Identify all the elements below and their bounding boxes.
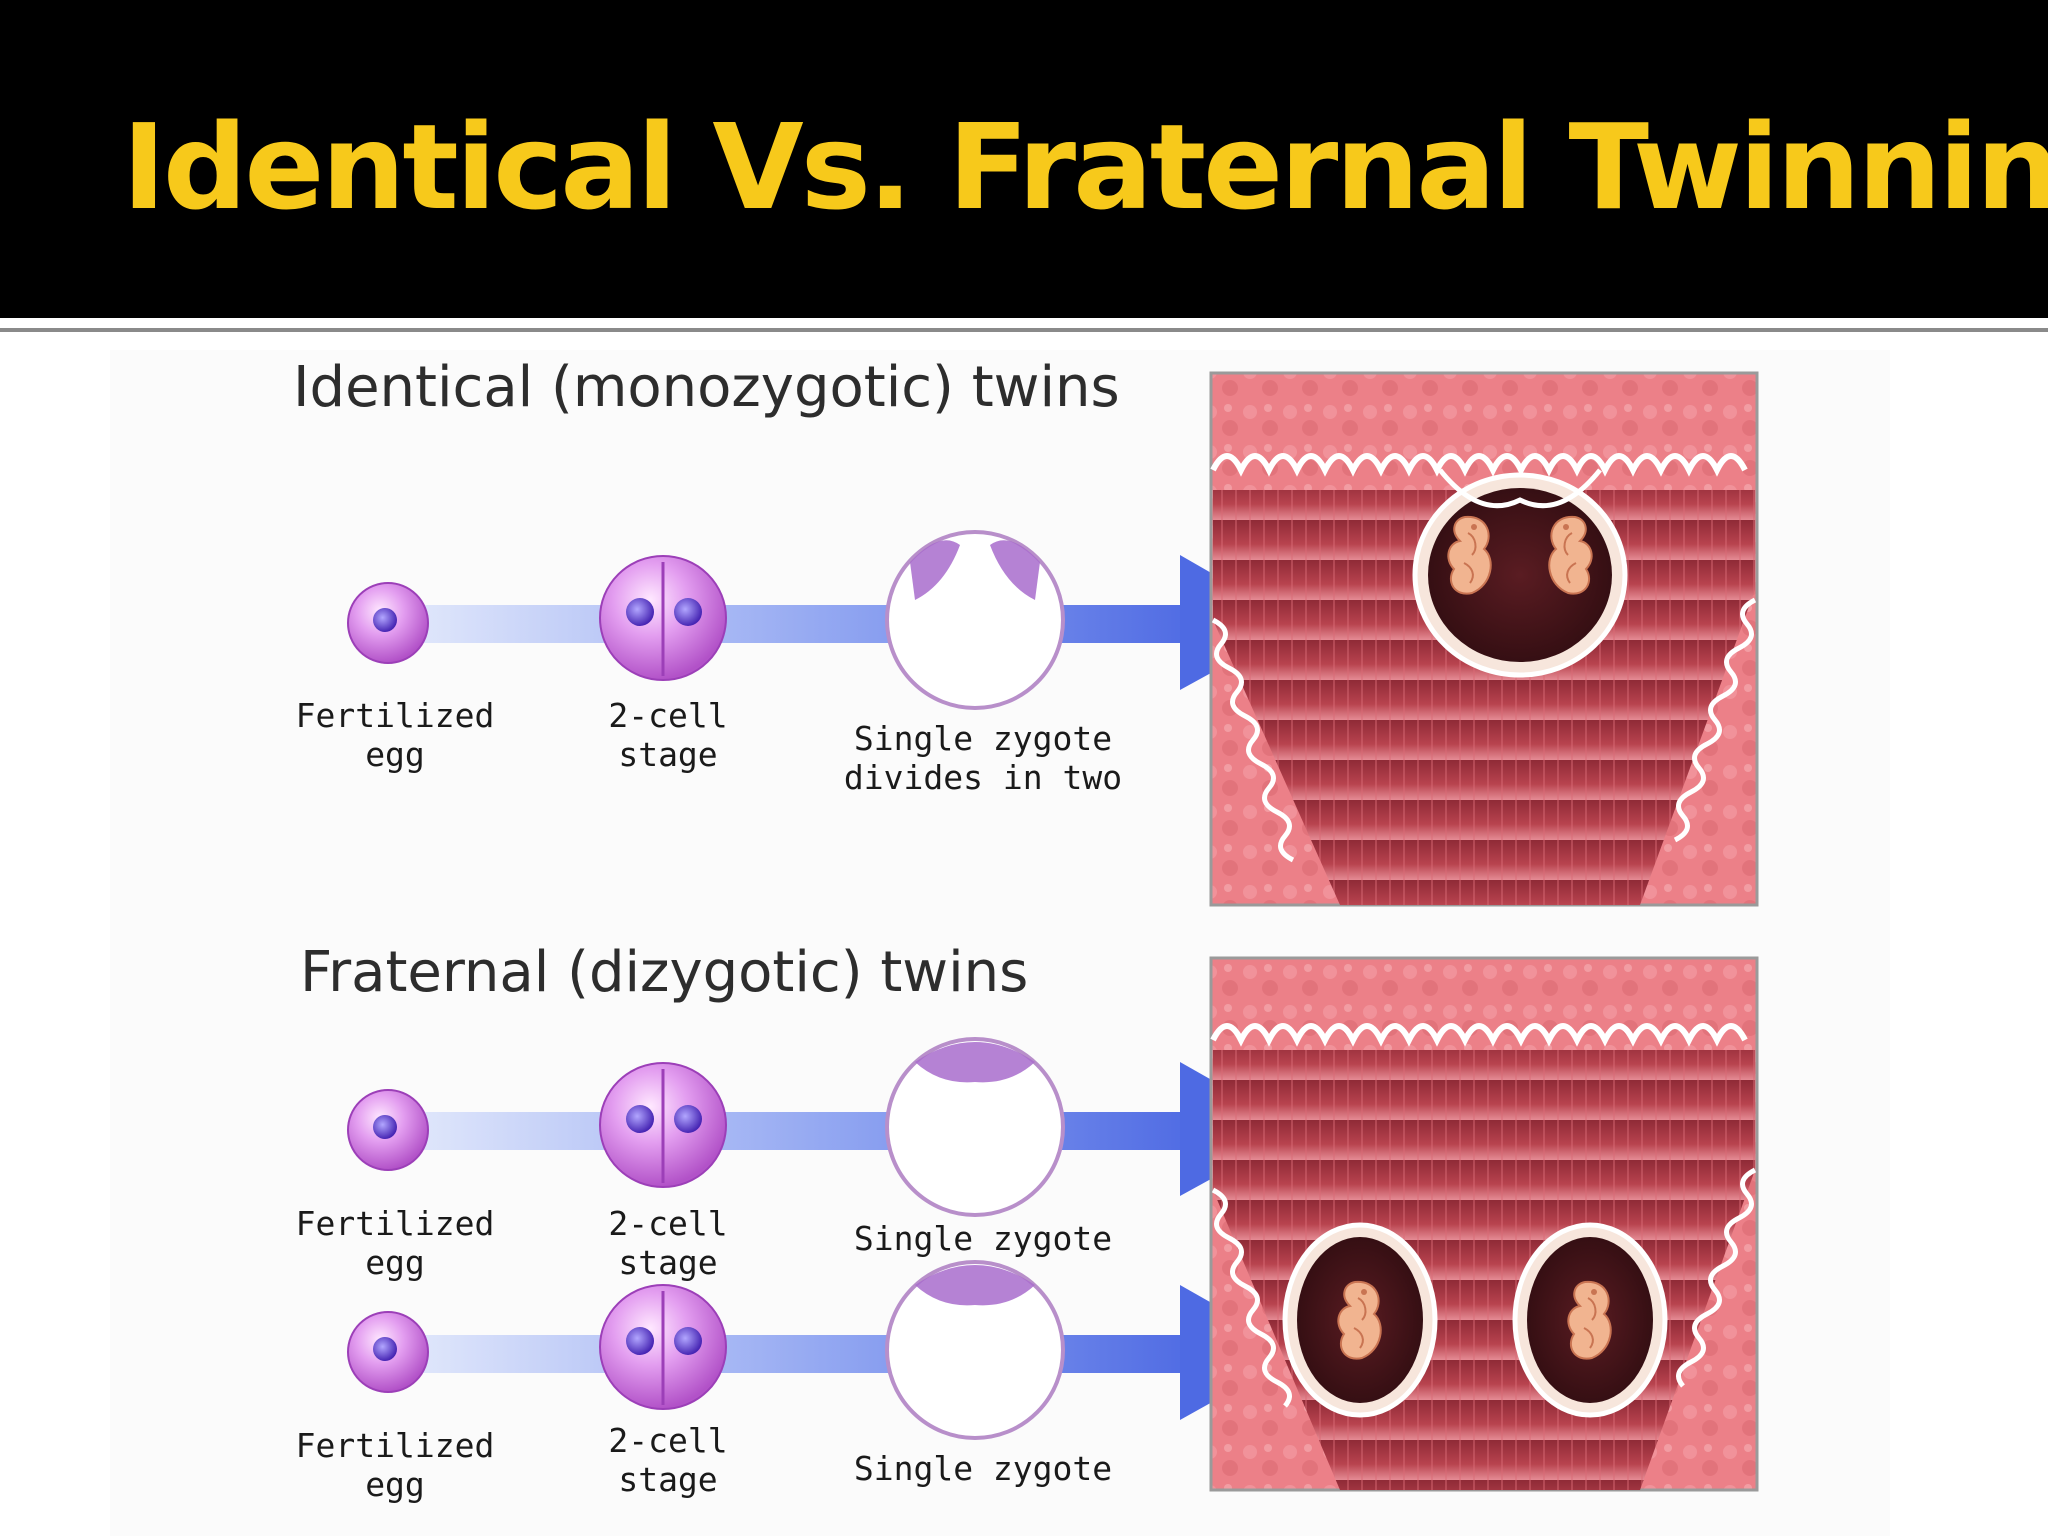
identical-zygote-label-2: divides in two bbox=[844, 758, 1122, 797]
fraternal-uterus-illustration bbox=[1209, 956, 1759, 1492]
fraternal-fertilized-egg-1 bbox=[347, 1089, 429, 1171]
identical-single-zygote bbox=[885, 530, 1065, 710]
identical-fertilized-egg bbox=[347, 582, 429, 664]
title-bar: Identical Vs. Fraternal Twinning bbox=[0, 0, 2048, 318]
fraternal-two-cell-stage-1 bbox=[599, 1062, 727, 1188]
slide-title: Identical Vs. Fraternal Twinning bbox=[122, 98, 2048, 236]
identical-uterus-illustration bbox=[1209, 371, 1759, 907]
fraternal-zygote-label-2: Single zygote bbox=[854, 1449, 1112, 1488]
identical-heading: Identical (monozygotic) twins bbox=[293, 355, 1120, 420]
fraternal-egg-label-2b: egg bbox=[365, 1465, 425, 1504]
identical-zygote-label-1: Single zygote bbox=[854, 719, 1112, 758]
fraternal-zygote-label-1: Single zygote bbox=[854, 1219, 1112, 1258]
fraternal-single-zygote-2 bbox=[885, 1260, 1065, 1440]
fraternal-egg-label-2a: Fertilized bbox=[296, 1426, 495, 1465]
fraternal-heading: Fraternal (dizygotic) twins bbox=[300, 940, 1028, 1005]
fraternal-single-zygote-1 bbox=[885, 1037, 1065, 1217]
fraternal-two-cell-label-2b: stage bbox=[618, 1460, 717, 1499]
identical-two-cell-label-2: stage bbox=[618, 735, 717, 774]
identical-egg-label-1: Fertilized bbox=[296, 696, 495, 735]
identical-egg-label-2: egg bbox=[365, 735, 425, 774]
identical-two-cell-stage bbox=[599, 555, 727, 681]
identical-two-cell-label-1: 2-cell bbox=[608, 696, 727, 735]
fraternal-two-cell-label-1a: 2-cell bbox=[608, 1204, 727, 1243]
fraternal-two-cell-stage-2 bbox=[599, 1284, 727, 1410]
fraternal-egg-label-1b: egg bbox=[365, 1243, 425, 1282]
fraternal-fertilized-egg-2 bbox=[347, 1311, 429, 1393]
fraternal-two-cell-label-2a: 2-cell bbox=[608, 1421, 727, 1460]
divider-line bbox=[0, 328, 2048, 332]
fraternal-egg-label-1a: Fertilized bbox=[296, 1204, 495, 1243]
fraternal-two-cell-label-1b: stage bbox=[618, 1243, 717, 1282]
